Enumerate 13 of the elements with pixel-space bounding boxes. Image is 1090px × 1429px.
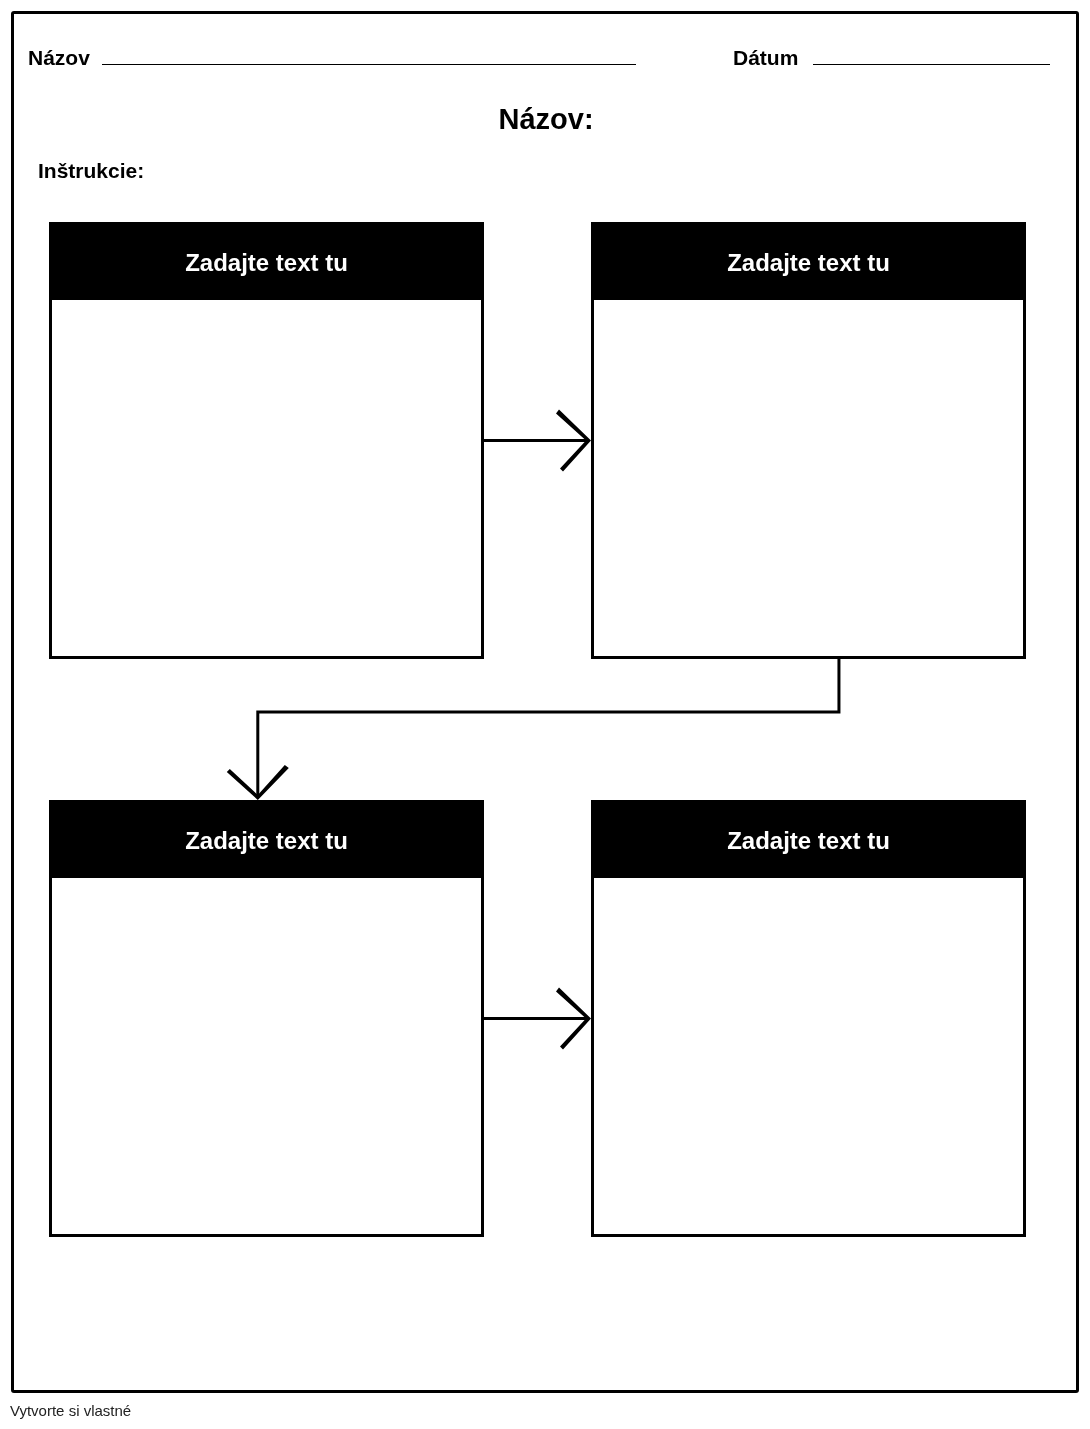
field-label: Názov [28,45,90,71]
instructions-label: Inštrukcie: [38,158,145,184]
footer-note: Vytvorte si vlastné [10,1401,132,1421]
panel-box [49,222,484,659]
worksheet-title: Názov: [498,102,594,136]
panel-box [591,222,1026,659]
panel-box [591,800,1026,1237]
panel-heading: Zadajte text tu [594,803,1023,878]
panel-heading: Zadajte text tu [52,225,481,300]
panel-heading: Zadajte text tu [594,225,1023,300]
panel-box [49,800,484,1237]
field-label: Dátum [733,45,799,71]
panel-heading: Zadajte text tu [52,803,481,878]
